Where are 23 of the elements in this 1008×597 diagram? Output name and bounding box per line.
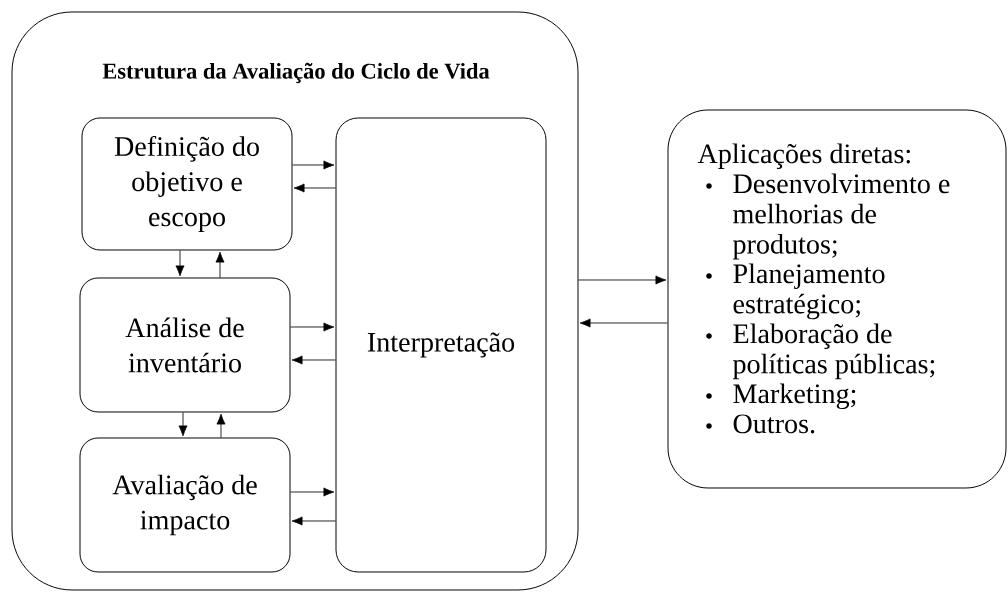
arrow xyxy=(178,412,188,437)
interpretation-box: Interpretação xyxy=(335,117,547,573)
arrow xyxy=(291,516,336,526)
bullet-item: Marketing; xyxy=(706,383,856,410)
process-box: Análise de inventário xyxy=(79,277,291,413)
arrow xyxy=(290,322,335,332)
process-box: Definição do objetivo e escopo xyxy=(81,117,293,251)
bullet-item: Outros. xyxy=(706,414,815,434)
arrow xyxy=(293,183,336,193)
arrow xyxy=(291,355,336,365)
bullet-item: Planejamento estratégico; xyxy=(706,263,885,320)
arrow xyxy=(290,487,335,497)
arrow xyxy=(215,251,225,278)
arrow xyxy=(579,318,668,328)
arrow xyxy=(578,275,667,285)
arrow xyxy=(175,250,185,277)
frame-heading: Estrutura da Avaliação do Ciclo de Vida xyxy=(102,62,490,84)
list-heading: Aplicações diretas: xyxy=(697,143,910,169)
process-box: Avaliação de impacto xyxy=(79,437,291,573)
bullet-item: Elaboração de políticas públicas; xyxy=(706,323,935,380)
arrow xyxy=(292,160,335,170)
arrow xyxy=(216,413,226,438)
bullet-item: Desenvolvimento e melhorias de produtos; xyxy=(706,173,950,260)
